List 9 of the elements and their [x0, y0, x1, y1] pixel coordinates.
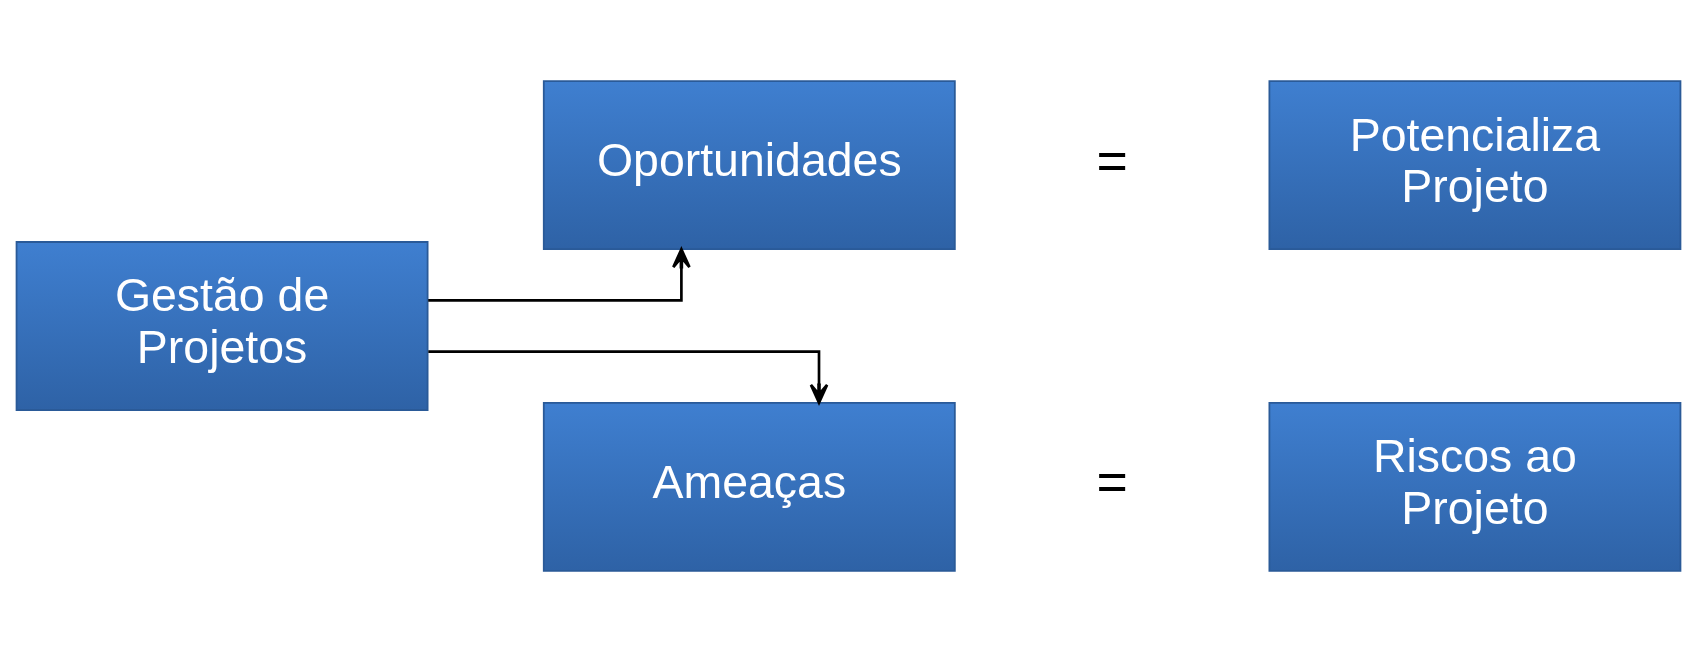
node-box: Potencializa Projeto — [1268, 80, 1682, 251]
node-box: Gestão de Projetos — [15, 241, 429, 411]
label: = — [1096, 129, 1128, 190]
arrow — [428, 247, 691, 302]
arrow — [428, 350, 829, 405]
node-box: Ameaças — [542, 401, 956, 572]
label: = — [1096, 451, 1128, 512]
node-box: Oportunidades — [542, 80, 956, 251]
node-box: Riscos ao Projeto — [1268, 401, 1682, 572]
